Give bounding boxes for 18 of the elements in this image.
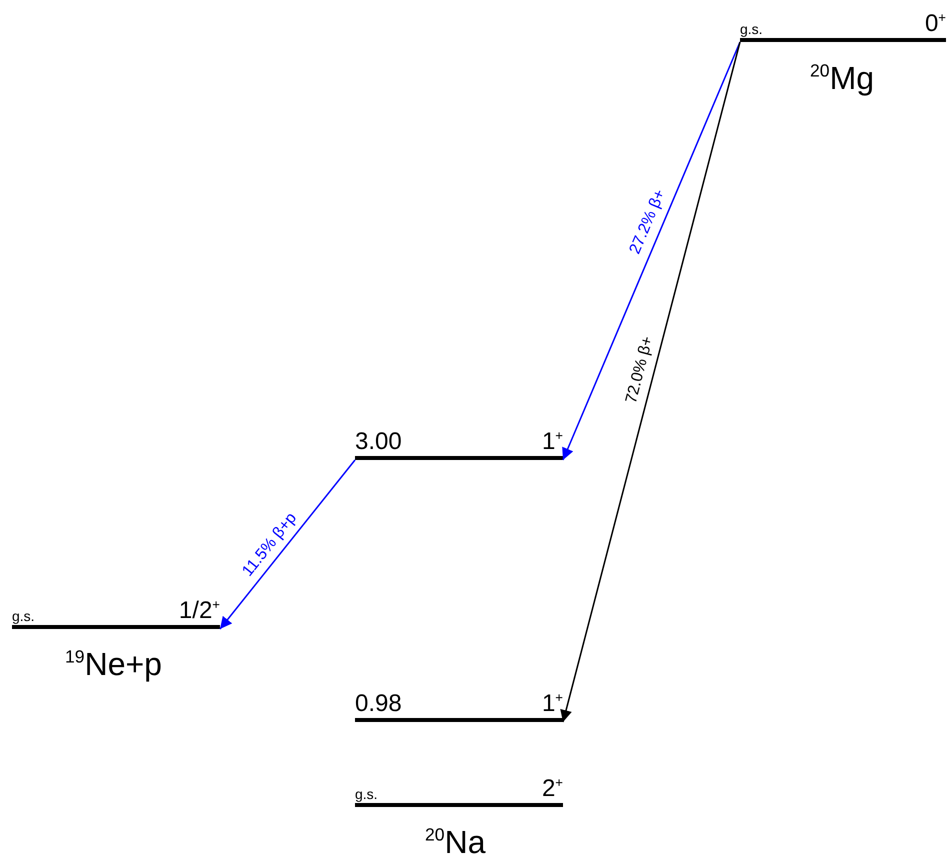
level-label: 3.00 xyxy=(355,430,402,454)
spin-parity-label: 1/2$^{+}$ xyxy=(178,599,220,623)
decay-arrow xyxy=(560,42,741,722)
level-label: g.s. xyxy=(12,609,35,623)
edge-label: 72.0% β+ xyxy=(624,334,657,406)
level-label: g.s. xyxy=(355,787,378,801)
nucleus-label: $^{20}$Na xyxy=(425,826,486,858)
level-label: 0.98 xyxy=(355,692,402,716)
decay-arrow xyxy=(562,42,741,460)
edge-label: 27.2% β+ xyxy=(627,187,669,257)
nucleus-label: $^{20}$Mg xyxy=(810,62,874,94)
spin-parity-label: 2$^{+}$ xyxy=(542,777,563,801)
spin-parity-label: 0$^{+}$ xyxy=(924,12,946,36)
nucleus-label: $^{19}$Ne+p xyxy=(65,648,162,680)
spin-parity-label: 1$^{+}$ xyxy=(542,430,563,454)
level-label: g.s. xyxy=(740,22,763,36)
decay-arrow xyxy=(219,460,356,630)
spin-parity-label: 1$^{+}$ xyxy=(542,692,563,716)
